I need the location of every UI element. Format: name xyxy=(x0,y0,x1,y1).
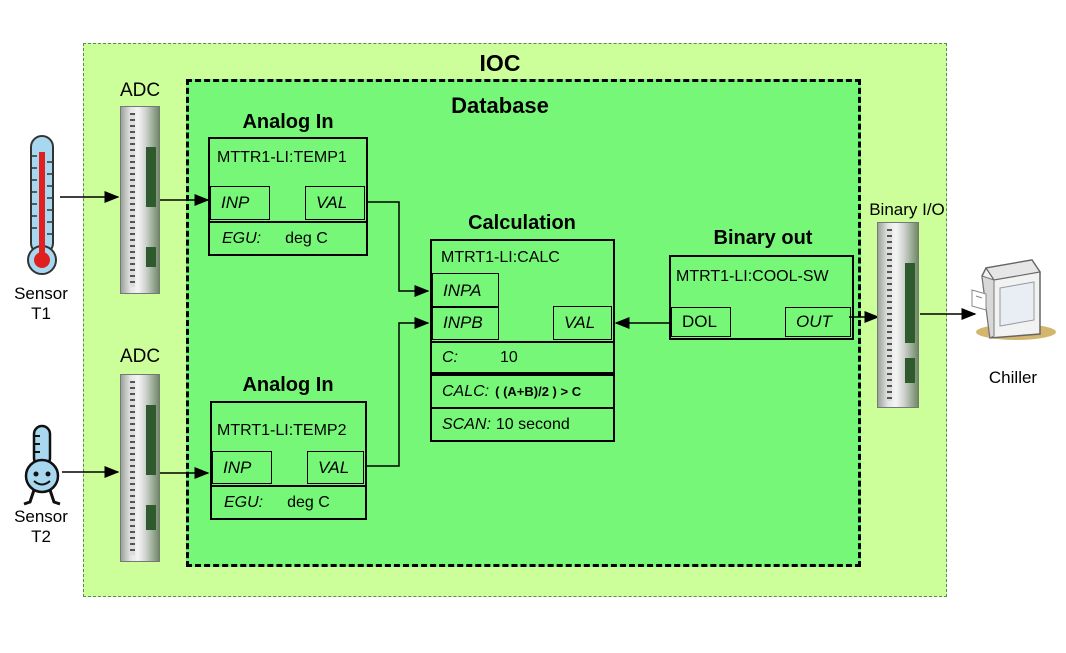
binary-out-record-name: MTRT1-LI:COOL-SW xyxy=(676,268,829,285)
adc1-card-image xyxy=(120,106,160,294)
binary-io-card-image xyxy=(877,222,919,408)
analog-in-1-val-field: VAL xyxy=(305,186,365,220)
binary-out-dol-field: DOL xyxy=(671,307,731,337)
calculation-scan-value: 10 second xyxy=(495,415,570,433)
adc1-label: ADC xyxy=(119,80,161,101)
analog-in-2-egu-value: deg C xyxy=(287,493,330,511)
calculation-inpb-field: INPB xyxy=(432,306,499,340)
analog-in-2-val-field: VAL xyxy=(307,451,364,484)
sensor1-label: Sensor T1 xyxy=(14,284,68,323)
ioc-title: IOC xyxy=(479,50,521,76)
calculation-calc-row: CALC: ( (A+B)/2 ) > C xyxy=(430,374,615,409)
calculation-c-key: C: xyxy=(442,348,458,366)
wire-ai1-inpa xyxy=(366,201,430,297)
calculation-calc-value: ( (A+B)/2 ) > C xyxy=(495,384,582,399)
calculation-inpa-field: INPA xyxy=(432,273,499,308)
sensor2-label: Sensor T2 xyxy=(14,507,68,546)
analog-in-2-record-box: MTRT1-LI:TEMP2 INP VAL xyxy=(210,401,367,487)
analog-in-2-record-name: MTRT1-LI:TEMP2 xyxy=(217,422,347,439)
calculation-val-field: VAL xyxy=(553,306,612,340)
calculation-calc-key: CALC: xyxy=(442,382,490,400)
chiller-label: Chiller xyxy=(988,368,1038,387)
database-title: Database xyxy=(451,93,549,118)
calculation-c-value: 10 xyxy=(500,348,518,366)
binary-io-label: Binary I/O xyxy=(869,200,945,219)
analog-in-2-title: Analog In xyxy=(242,374,334,396)
calculation-scan-row: SCAN: 10 second xyxy=(430,407,615,442)
adc2-label: ADC xyxy=(119,346,161,367)
wire-ai2-inpb xyxy=(366,317,430,467)
calculation-record-name: MTRT1-LI:CALC xyxy=(441,249,560,266)
analog-in-2-egu-key: EGU: xyxy=(224,493,264,511)
thermometer-icon xyxy=(27,135,57,275)
analog-in-1-egu-value: deg C xyxy=(285,229,328,247)
calculation-title: Calculation xyxy=(468,212,576,234)
calculation-c-row: C: 10 xyxy=(430,341,615,374)
adc2-card-image xyxy=(120,374,160,562)
analog-in-1-record-name: MTTR1-LI:TEMP1 xyxy=(217,149,347,166)
analog-in-1-record-box: MTTR1-LI:TEMP1 INP VAL xyxy=(208,137,368,223)
calculation-scan-key: SCAN: xyxy=(442,415,491,433)
cartoon-thermometer-icon xyxy=(23,424,61,506)
binary-out-out-field: OUT xyxy=(785,307,851,337)
analog-in-1-inp-field: INP xyxy=(210,186,270,220)
binary-out-record-box: MTRT1-LI:COOL-SW DOL OUT xyxy=(669,255,854,340)
analog-in-1-title: Analog In xyxy=(242,111,334,133)
analog-in-1-egu-key: EGU: xyxy=(222,229,262,247)
analog-in-1-egu-row: EGU: deg C xyxy=(208,221,368,256)
analog-in-2-inp-field: INP xyxy=(212,451,272,484)
calculation-record-box: MTRT1-LI:CALC INPA INPB VAL xyxy=(430,239,615,343)
analog-in-2-egu-row: EGU: deg C xyxy=(210,485,367,520)
chiller-icon xyxy=(971,259,1056,340)
binary-out-title: Binary out xyxy=(713,227,813,249)
